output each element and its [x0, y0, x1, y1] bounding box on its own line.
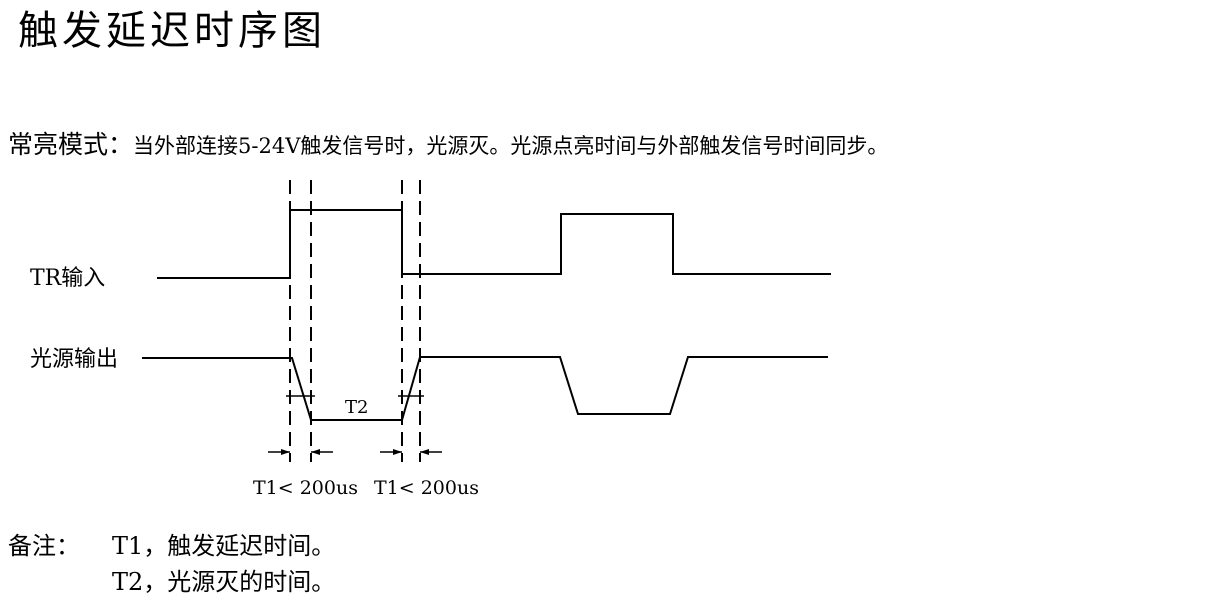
t1-arrowhead-2b	[420, 449, 429, 455]
t1-arrowhead-1b	[311, 449, 320, 455]
t1-arrowhead-1a	[281, 449, 290, 455]
note-t1: T1，触发延迟时间。	[112, 532, 336, 560]
t2-label: T2	[345, 397, 369, 418]
light-output-waveform	[142, 356, 828, 421]
note-t2: T2，光源灭的时间。	[112, 568, 336, 596]
t1-label-second: T1< 200us	[374, 477, 479, 499]
notes-label: 备注：	[8, 532, 80, 560]
tr-input-waveform	[157, 209, 831, 279]
mode-text: 当外部连接5-24V触发信号时，光源灭。光源点亮时间与外部触发信号时间同步。	[133, 134, 889, 158]
t1-label-first: T1< 200us	[253, 477, 358, 499]
t1-arrowhead-2a	[393, 449, 402, 455]
light-output-label: 光源输出	[30, 347, 119, 372]
mode-label: 常亮模式：	[8, 130, 134, 159]
mode-description: 常亮模式：当外部连接5-24V触发信号时，光源灭。光源点亮时间与外部触发信号时间…	[8, 126, 888, 165]
tr-input-label: TR输入	[30, 266, 106, 291]
diagram-title: 触发延迟时序图	[18, 8, 326, 54]
